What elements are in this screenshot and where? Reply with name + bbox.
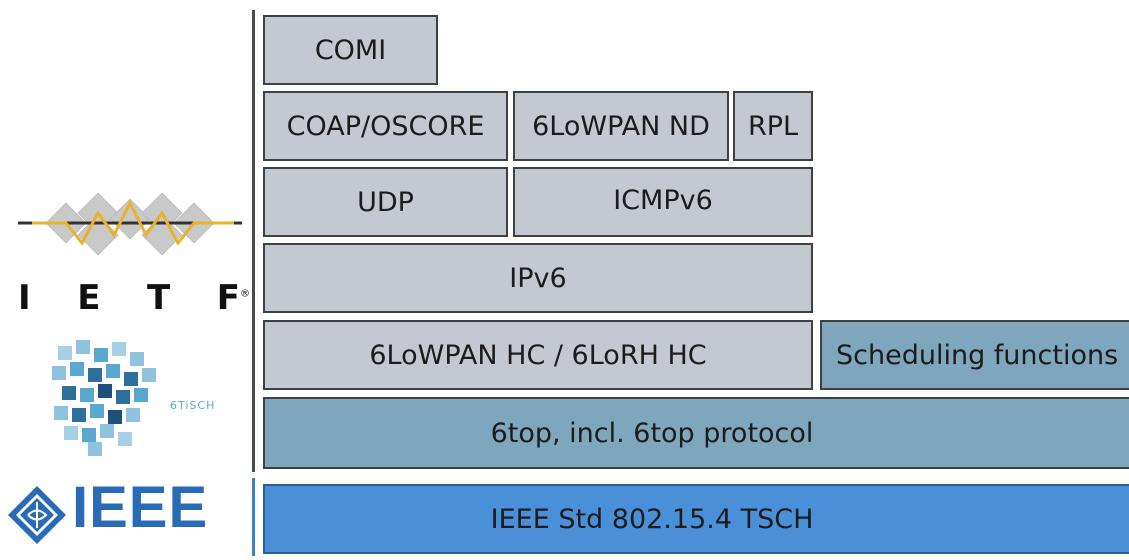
layer-scheduling-functions: Scheduling functions [820,320,1129,390]
layer-6lowpan-nd-label: 6LoWPAN ND [532,110,710,142]
layer-icmpv6: ICMPv6 [513,167,813,237]
layer-icmpv6-label: ICMPv6 [613,185,713,216]
layer-6lowpan-nd: 6LoWPAN ND [513,91,729,161]
ietf-letter-i: I [18,278,31,318]
layer-scheduling-functions-label: Scheduling functions [836,339,1119,371]
ieee-diamond-icon [8,486,66,544]
sixtisch-logo-icon [52,340,156,456]
layer-udp: UDP [263,167,508,237]
layer-rpl-label: RPL [747,110,799,142]
layer-comi: COMI [263,15,438,85]
ietf-letter-t: T [146,278,171,318]
layer-coap-oscore-label: COAP/OSCORE [286,110,485,142]
ietf-logo-icon [18,192,242,256]
layer-6lowpan-hc-label: 6LoWPAN HC / 6LoRH HC [369,339,707,371]
separator-line-bottom [252,478,255,556]
ieee-wordmark: IEEE [72,475,209,540]
layer-udp-label: UDP [357,186,414,218]
layer-ipv6: IPv6 [263,243,813,313]
layer-6top-label: 6top, incl. 6top protocol [490,417,814,449]
layer-6top: 6top, incl. 6top protocol [263,397,1129,469]
layer-coap-oscore: COAP/OSCORE [263,91,508,161]
layer-rpl: RPL [733,91,813,161]
ietf-letter-f: F® [216,278,250,318]
sixtisch-logo-label: 6TiSCH [170,399,216,412]
separator-line-top [252,10,255,472]
layer-comi-label: COMI [314,34,387,66]
ietf-wordmark: I E T F® [18,278,250,318]
layer-6lowpan-hc: 6LoWPAN HC / 6LoRH HC [263,320,813,390]
layer-ieee-802154-tsch: IEEE Std 802.15.4 TSCH [263,484,1129,554]
layer-ipv6-label: IPv6 [509,262,567,294]
layer-ieee-802154-tsch-label: IEEE Std 802.15.4 TSCH [490,503,814,535]
ietf-letter-e: E [77,278,101,318]
